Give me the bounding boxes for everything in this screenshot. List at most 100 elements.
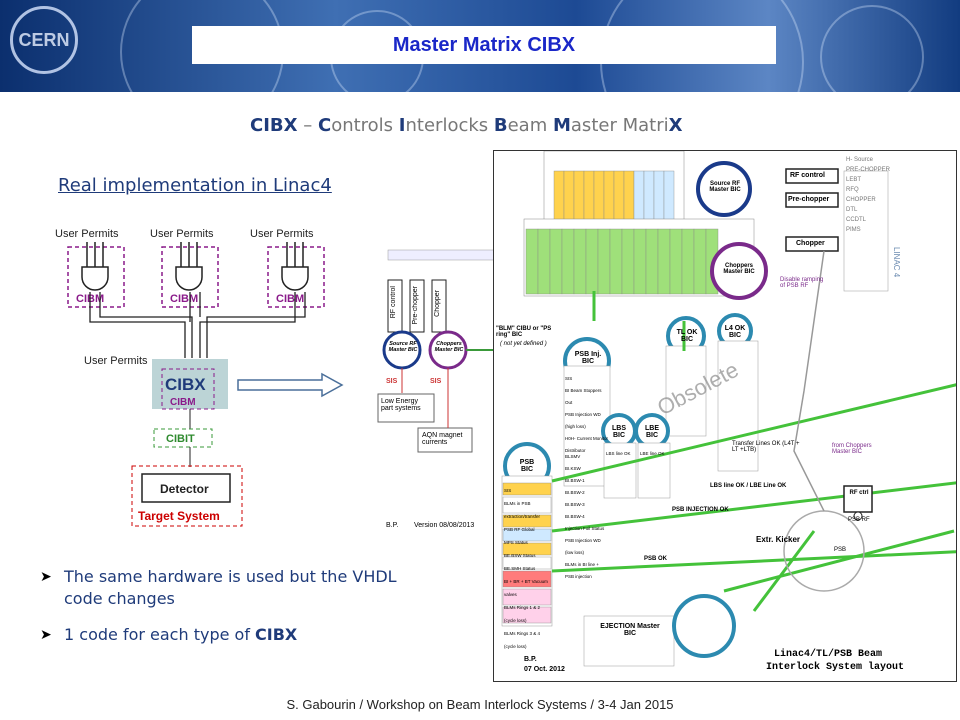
source-rf-master-label: Source RF Master BIC: [388, 341, 418, 353]
psb-item: BLMs Rings 3 & 4 (cycle loss): [504, 631, 541, 649]
psb-item: BLSMV: [565, 454, 581, 459]
from-choppers-label: from Choppers Master BIC: [832, 443, 872, 455]
psb-item: Injection Foil Status: [565, 526, 605, 531]
middle-diagram: RF control Pre-chopper Chopper Source RF…: [370, 238, 498, 538]
linac-component: PIMS: [846, 227, 861, 233]
psb-item: MPS Status: [504, 540, 528, 545]
user-permits-label: User Permits: [250, 228, 314, 240]
psb-inj-item: SIS: [565, 376, 573, 381]
bullet-text: 1 code for each type of CIBX: [64, 624, 297, 646]
cibm-label: CIBM: [170, 293, 198, 305]
arrow-bullet-icon: ➤: [40, 569, 52, 585]
psb-ok-label: PSB OK: [644, 556, 668, 562]
psb-inj-item: H0H- Current Monitor: [565, 436, 609, 441]
psb-item: SIS: [504, 488, 512, 493]
pre-chopper-box: Pre-chopper: [788, 196, 830, 203]
subtitle-abbr: CIBX: [250, 115, 298, 136]
linac4-layout-diagram: Source RF Master BIC Choppers Master BIC…: [493, 150, 957, 682]
user-permits-lower: User Permits: [84, 355, 148, 367]
psb-bic-label: PSB BIC: [519, 459, 535, 473]
low-energy-label: Low Energy part systems: [381, 398, 421, 412]
footer: S. Gabourin / Workshop on Beam Interlock…: [286, 697, 674, 712]
cibm-inner-box: [161, 368, 215, 410]
cibx-label: CIBX: [165, 375, 206, 394]
bp-label: B.P.: [524, 656, 537, 663]
layout-title-1: Linac4/TL/PSB Beam: [774, 649, 883, 660]
disable-ramping-label: Disable ramping of PSB RF: [780, 277, 824, 289]
subtitle-word: ontrols: [331, 115, 399, 136]
and-gate-icon: [175, 266, 203, 291]
subtitle-dash: –: [297, 115, 318, 136]
psb-item: BI.BSW-3: [565, 502, 585, 507]
psb-items-right-list: BLSMV BI.KSW BI.BSW-1 BI.BSW-2 BI.BSW-3 …: [565, 451, 609, 583]
lbs-lbe-line-label: LBS line OK / LBE Line OK: [710, 483, 787, 489]
subtitle-letter: I: [398, 115, 406, 136]
psb-item: BI + BR + BT Vacuum valves: [504, 579, 548, 597]
blm-label: "BLM" CIBU or "PS ring" BIC: [496, 326, 552, 338]
cibit-box: [153, 428, 213, 448]
detector-label: Detector: [160, 482, 209, 496]
linac-component: DTL: [846, 207, 858, 213]
subtitle-letter: C: [317, 115, 332, 136]
transfer-lines-label: Transfer Lines OK (L4T + LT +LTB): [732, 441, 800, 453]
linac-component: H- Source: [846, 157, 874, 163]
sis-label: SIS: [386, 378, 398, 385]
subtitle-letter: X: [668, 115, 683, 136]
bullet-item: ➤ 1 code for each type of CIBX: [40, 624, 430, 646]
header-banner: CERN Master Matrix CIBX: [0, 0, 960, 92]
lbe-items: LBE line OK: [640, 451, 665, 456]
lbs-items: LBS line OK: [606, 451, 631, 456]
subtitle-word: eam: [507, 115, 553, 136]
subtitle-word: nterlocks: [405, 115, 494, 136]
choppers-bic-label: Choppers Master BIC: [723, 263, 755, 275]
linac-components: H- Source PRE-CHOPPER LEBT RFQ CHOPPER D…: [846, 155, 896, 235]
pre-chopper-label: Pre-chopper: [412, 286, 419, 325]
cibit-label: CIBIT: [166, 433, 195, 445]
psb-inj-item: PSB Injection WD (high loss): [565, 412, 601, 429]
subtitle-letter: M: [552, 115, 571, 136]
psb-inj-items-list: SIS BI Beam Stoppers Out PSB Injection W…: [565, 373, 609, 457]
psb-inj-bic-label: PSB Inj. BIC: [574, 351, 602, 365]
layout-title-2: Interlock System layout: [766, 662, 905, 673]
lbs-bic-label: LBS BIC: [612, 425, 626, 439]
psb-ring-label: PSB: [834, 547, 847, 553]
lbe-bic-label: LBE BIC: [645, 425, 659, 439]
choppers-master-label: Choppers Master BIC: [434, 341, 464, 353]
source-rf-bic-label: Source RF Master BIC: [709, 181, 741, 193]
version-label: Version 08/08/2013: [414, 522, 475, 529]
psb-item: BLMs in BI line + PSB injection: [565, 562, 599, 579]
ejection-bic-label: EJECTION Master BIC: [600, 623, 660, 637]
cibx-box: [152, 359, 228, 409]
bullet-text: The same hardware is used but the VHDL c…: [64, 567, 397, 608]
linac-component: LEBT: [846, 177, 862, 183]
psb-injection-ok-label: PSB INJECTION OK: [672, 507, 729, 513]
title-box: Master Matrix CIBX: [192, 26, 776, 64]
psb-inj-item: BI Beam Stoppers Out: [565, 388, 602, 405]
detector-box: [141, 473, 231, 503]
subtitle: CIBX – Controls Interlocks Beam Master M…: [250, 115, 683, 136]
user-permits-label: User Permits: [150, 228, 214, 240]
psb-item: PSB Injection WD (low loss): [565, 538, 601, 555]
cibm-box: [67, 246, 125, 308]
psb-rf-label: PSB RF: [848, 517, 870, 523]
aqn-label: AQN magnet currents: [422, 432, 463, 446]
psb-item: PSB RF Global: [504, 527, 535, 532]
linac-component: RFQ: [846, 187, 859, 193]
section-heading: Real implementation in Linac4: [58, 175, 332, 196]
extr-kicker-label: Extr. Kicker: [756, 535, 801, 544]
linac-component: PRE-CHOPPER: [846, 167, 891, 173]
not-yet-defined-label: ( not yet defined ): [500, 341, 547, 347]
psb-item: BE.SMH Status: [504, 566, 536, 571]
decor-swirl: [820, 5, 924, 92]
l4-ok-bic-label: L4 OK BIC: [724, 325, 746, 339]
psb-items-list: SIS BLMs in PSB extraction/transfer PSB …: [504, 484, 550, 653]
date-label: 07 Oct. 2012: [524, 666, 565, 673]
bullet-text-prefix: 1 code for each type of: [64, 625, 256, 644]
target-system-label: Target System: [138, 509, 220, 523]
right-arrow-icon: [237, 372, 344, 398]
subtitle-word: aster: [570, 115, 623, 136]
subtitle-letter: B: [493, 115, 508, 136]
cibm-inner-label: CIBM: [170, 397, 196, 408]
and-gate-icon: [81, 266, 109, 291]
page-title: Master Matrix CIBX: [392, 33, 576, 56]
